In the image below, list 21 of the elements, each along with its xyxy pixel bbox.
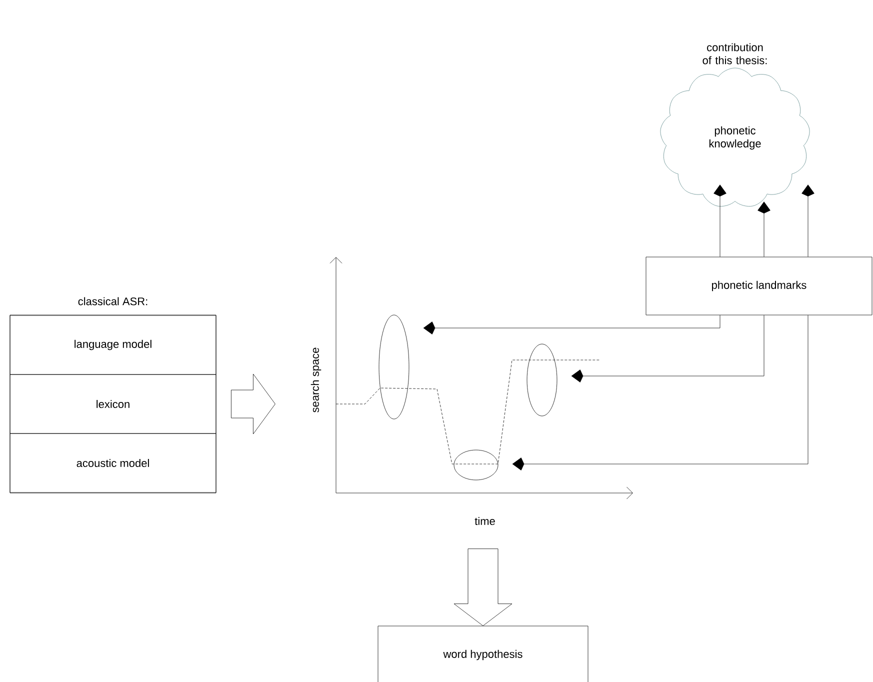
cloud: phonetic knowledge <box>660 68 810 207</box>
layer-box: language model <box>10 315 216 375</box>
arrow <box>571 315 764 382</box>
output-box: word hypothesis <box>378 626 588 682</box>
ellipse <box>378 314 410 420</box>
arrow <box>758 202 770 257</box>
ellipse <box>526 344 558 416</box>
axis-label: time <box>474 516 495 526</box>
ellipse <box>454 450 498 480</box>
process-box: phonetic landmarks <box>646 256 872 316</box>
layer-box: acoustic model <box>10 433 216 493</box>
layer-box: lexicon <box>10 374 216 434</box>
arrow <box>802 184 814 257</box>
node-label: classical ASR: <box>78 297 148 306</box>
arrow <box>512 315 808 470</box>
block-arrow <box>454 548 512 626</box>
node-label: contribution of this thesis: <box>702 43 767 64</box>
arrow <box>423 315 720 334</box>
block-arrow <box>231 374 276 434</box>
axis-label: search space <box>310 348 322 412</box>
arrow <box>714 184 726 257</box>
